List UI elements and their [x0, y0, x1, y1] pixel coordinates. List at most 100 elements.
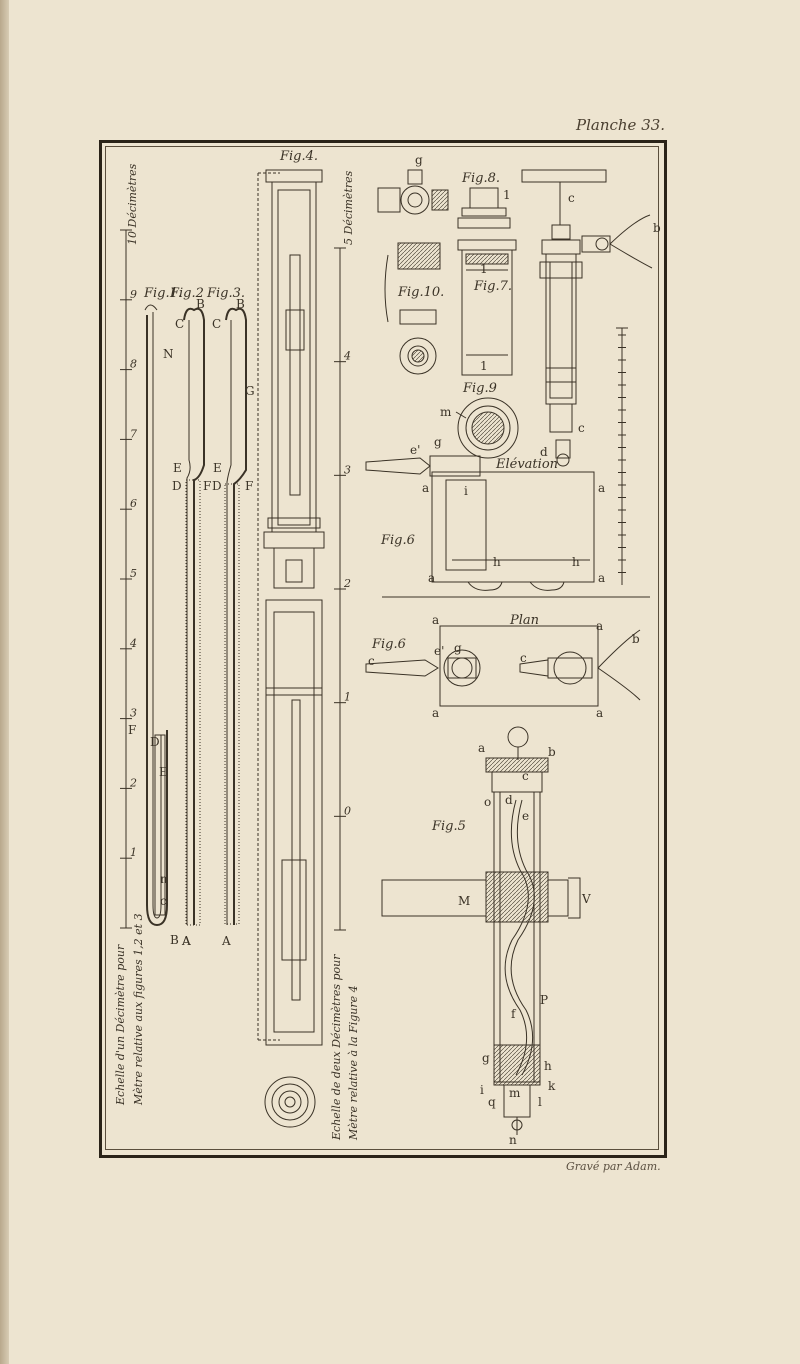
fig1-letter: c [160, 894, 167, 908]
fig5-label: Fig.5 [431, 819, 466, 834]
fig6-elevation-drawing [365, 169, 653, 598]
fig2-letter: E [173, 461, 182, 475]
fig1-letter: n [160, 872, 168, 886]
fig6-plan-drawing [365, 625, 641, 707]
fig1-letter: N [163, 347, 174, 361]
scale-tick-label: 3 [130, 707, 137, 720]
fig2-letter: D [172, 479, 182, 493]
fig3-letter: C [212, 317, 221, 331]
fig6-plan-letter: a [432, 613, 439, 627]
fig3-letter: D [212, 479, 222, 493]
fig6-letter: a [422, 481, 429, 495]
fig9-label: Fig.9 [462, 381, 497, 396]
fig2-label: Fig.2 [169, 286, 204, 301]
fig6-plan-letter: a [432, 706, 439, 720]
fig4-label: Fig.4. [279, 149, 318, 164]
fig5-letter: a [478, 741, 485, 755]
fig10-drawing [384, 242, 441, 375]
fig10-label: Fig.10. [397, 285, 444, 300]
fig6-letter: h [493, 555, 501, 569]
fig9-letter: m [440, 405, 452, 419]
fig6-plan-letter: b [632, 632, 640, 646]
fig5-letter: l [538, 1095, 542, 1109]
scale-tick-label: 5 [130, 567, 137, 580]
middle-scale-caption-2: Mètre relative à la Figure 4 [347, 985, 360, 1141]
fig1-label: Fig.1. [143, 286, 182, 301]
fig6-letter: h [572, 555, 580, 569]
scale-tick-label: 4 [129, 637, 137, 650]
fig6-plan-letter: a [596, 706, 603, 720]
fig5-letter: n [509, 1133, 517, 1147]
fig5-letter: c [522, 769, 529, 783]
fig6-plan-label: Fig.6 [371, 637, 406, 652]
fig1-letter: E [159, 765, 168, 779]
plan-label: Plan [509, 613, 539, 628]
fig6-letter: g [434, 435, 442, 449]
fig6-letter: c [578, 421, 585, 435]
scale-tick-label: 8 [130, 358, 137, 371]
fig3-letter: G [245, 384, 255, 398]
fig6-elevation-label: Fig.6 [380, 533, 415, 548]
fig6-letter: a [598, 571, 605, 585]
fig3-drawing [224, 307, 247, 925]
fig5-letter: k [548, 1079, 556, 1093]
fig3-label: Fig.3. [206, 286, 245, 301]
fig1-letter: B [170, 933, 179, 947]
fig1-letter: A [181, 934, 191, 948]
fig5-letter: i [480, 1083, 484, 1097]
fig8-drawing [377, 169, 511, 229]
middle-scale-top-label: 5 Décimètres [342, 170, 355, 245]
fig6-plan-letter: e' [434, 644, 444, 658]
plate-number: Planche 33. [576, 116, 666, 134]
fig3-letter: F [245, 479, 253, 493]
fig9-drawing [455, 397, 519, 459]
right-scale [616, 327, 628, 585]
plate-inner-border [105, 146, 659, 1150]
scale-tick-label: 7 [130, 427, 137, 440]
elevation-label: Elévation [495, 457, 558, 472]
fig5-letter: q [488, 1095, 496, 1109]
fig5-letter: e [522, 809, 529, 823]
fig3-letter: A [221, 934, 231, 948]
fig5-letter: o [484, 795, 491, 809]
scale-tick-label: 6 [130, 497, 137, 510]
fig7-letter: 1 [480, 262, 488, 276]
fig1-letter: D [150, 735, 160, 749]
scale-tick-label: 1 [344, 691, 351, 704]
left-scale-caption-2: Mètre relative aux figures 1,2 et 3 [132, 913, 145, 1106]
fig6-plan-letter: g [454, 641, 462, 655]
fig5-letter: m [509, 1086, 521, 1100]
fig2-letter: F [203, 479, 211, 493]
scale-tick-label: 1 [130, 846, 137, 859]
fig5-letter: f [511, 1007, 517, 1021]
fig7-letter: 1 [480, 359, 488, 373]
fig8-letter: g [415, 153, 423, 167]
fig6-letter: i [464, 484, 468, 498]
scale-tick-label: 2 [343, 577, 351, 590]
fig5-letter: g [482, 1051, 490, 1065]
engraver-credit: Gravé par Adam. [566, 1160, 661, 1173]
fig6-letter: e' [410, 443, 420, 457]
fig4-drawing [257, 169, 325, 1128]
fig2-letter: A [181, 934, 191, 948]
fig5-letter: d [505, 793, 513, 807]
fig5-letter: h [544, 1059, 552, 1073]
plate-border [99, 140, 667, 1158]
fig6-letter: a [598, 481, 605, 495]
fig5-letter: V [581, 892, 591, 906]
fig6-letter: a [428, 571, 435, 585]
fig5-letter: M [458, 894, 470, 908]
fig6-letter: d [540, 445, 548, 459]
fig6-plan-letter: a [596, 619, 603, 633]
fig8-label: Fig.8. [461, 171, 500, 186]
fig6-letter: b [653, 221, 661, 235]
fig3-letter: E [213, 461, 222, 475]
fig5-drawing [381, 726, 581, 1135]
left-scale-caption-1: Echelle d'un Décimètre pour [114, 944, 127, 1106]
fig2-drawing [183, 307, 205, 926]
scale-tick-label: 4 [343, 350, 351, 363]
fig6-plan-letter: c [368, 654, 375, 668]
